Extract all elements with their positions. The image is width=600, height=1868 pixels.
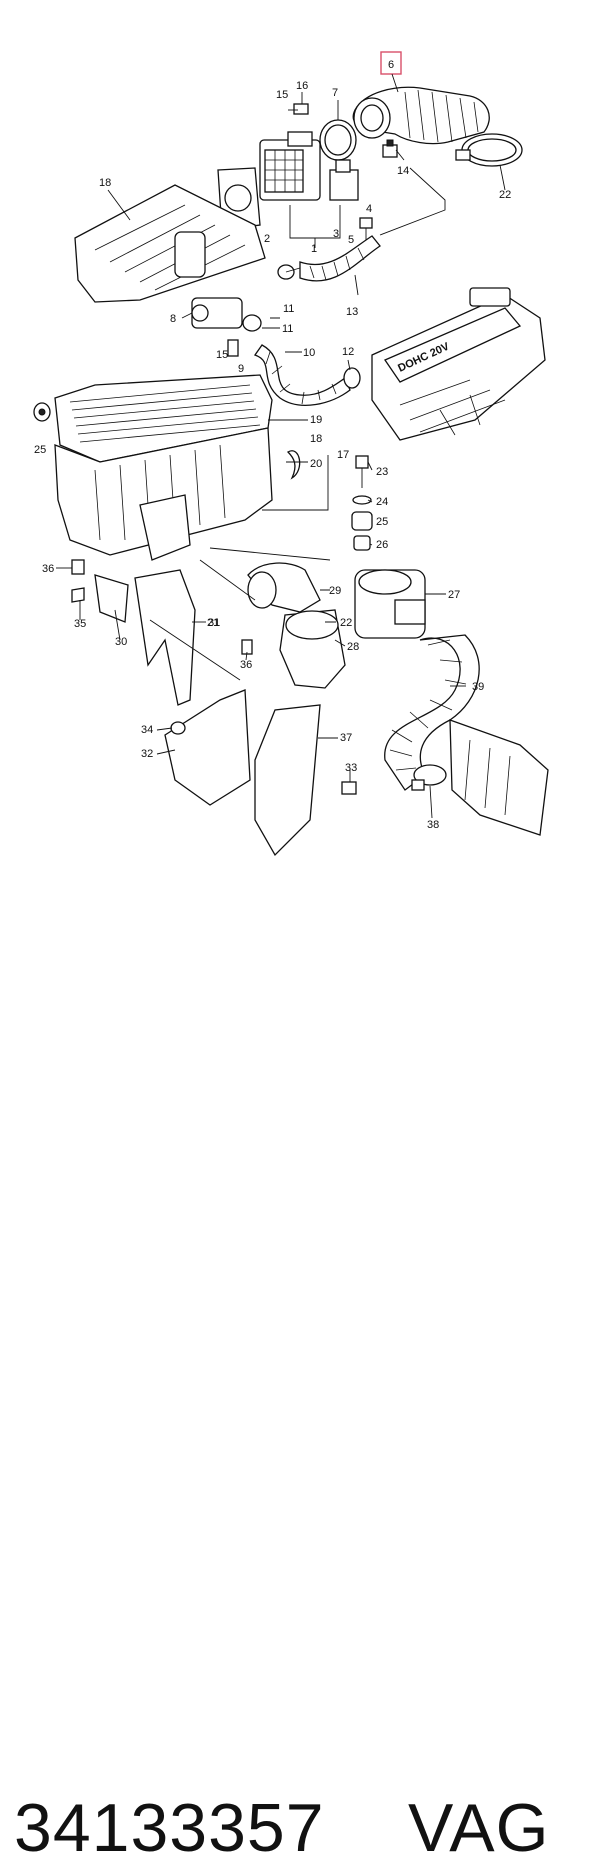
callout-label: 21 [207, 617, 219, 629]
callout-label: 17 [337, 449, 349, 461]
callout-label: 29 [329, 585, 341, 597]
highlight-box [380, 51, 402, 75]
callout-label: 15 [216, 349, 228, 361]
upper-filter-housing [74, 184, 266, 303]
callout-label: 38 [427, 819, 439, 831]
callout-label: 8 [170, 313, 176, 325]
callout-label: 2 [264, 233, 270, 245]
screw-9 [227, 339, 239, 357]
hose-clamp-7 [319, 119, 357, 161]
callout-label: 27 [448, 589, 460, 601]
clamp-12 [343, 367, 361, 389]
callout-label: 6 [388, 59, 394, 71]
callout-label: 24 [376, 496, 388, 508]
grommet-25 [33, 402, 51, 422]
callout-label: 11 [283, 303, 294, 315]
callout-label: 11 [282, 323, 293, 335]
clip-11 [242, 264, 295, 332]
callout-label: 14 [397, 165, 409, 177]
intake-boot [352, 86, 490, 145]
corrugated-hose-39 [384, 634, 480, 791]
callout-label: 12 [342, 346, 354, 358]
callout-label: 10 [303, 347, 315, 359]
hose-13 [299, 235, 381, 282]
bolt-36-lower [241, 639, 253, 655]
callout-label: 5 [348, 234, 354, 246]
brand-label: VAG [408, 1790, 550, 1866]
intake-pipe-28 [279, 609, 346, 689]
callout-label: 30 [115, 636, 127, 648]
callout-label: 35 [74, 618, 86, 630]
callout-label: 20 [310, 458, 322, 470]
heat-shield-plate [449, 719, 549, 836]
nut-34 [170, 721, 186, 735]
leader-lines [56, 73, 506, 819]
bracket-37 [254, 704, 321, 857]
exploded-parts-diagram: DOHC 20V [33, 51, 549, 857]
callout-label: 32 [141, 748, 153, 760]
callout-label: 15 [276, 89, 288, 101]
lower-filter-housing [54, 427, 273, 561]
callout-label: 25 [376, 516, 388, 528]
callout-label: 25 [34, 444, 46, 456]
callout-label: 3 [333, 228, 339, 240]
callout-label: 26 [376, 539, 388, 551]
bolt-23-washer-24-grommets [351, 455, 373, 551]
callout-labels: 1 2 3 4 5 6 7 8 9 10 11 11 12 13 14 15 1… [34, 59, 511, 831]
intake-manifold: DOHC 20V [371, 287, 546, 441]
bracket-31 [134, 569, 196, 706]
callout-label: 13 [346, 306, 358, 318]
bolt-36-upper [71, 559, 85, 575]
idle-valve-8 [191, 297, 243, 329]
footer: 34133357 VAG [0, 890, 600, 1866]
callout-label: 37 [340, 732, 352, 744]
screw-16 [288, 103, 309, 115]
callout-label: 33 [345, 762, 357, 774]
sensor-14 [382, 139, 398, 158]
connector-3 [329, 159, 359, 201]
callout-label: 36 [42, 563, 54, 575]
callout-label: 16 [296, 80, 308, 92]
callout-label: 18 [310, 433, 322, 445]
bracket-32 [164, 689, 251, 806]
callout-label: 9 [238, 363, 244, 375]
bracket-30 [94, 574, 129, 623]
callout-label: 22 [499, 189, 511, 201]
callout-label: 4 [366, 203, 372, 215]
intake-adapter-29 [247, 562, 321, 613]
clip-20 [286, 450, 301, 480]
callout-label: 19 [310, 414, 322, 426]
callout-label: 22 [340, 617, 352, 629]
callout-label: 1 [311, 243, 317, 255]
part-number: 34133357 [14, 1790, 325, 1866]
callout-label: 28 [347, 641, 359, 653]
callout-label: 36 [240, 659, 252, 671]
clip-35 [71, 587, 85, 603]
callout-label: 23 [376, 466, 388, 478]
callout-label: 18 [99, 177, 111, 189]
filter-element [54, 374, 273, 463]
air-mass-meter-27 [354, 569, 426, 639]
callout-label: 39 [472, 681, 484, 693]
clamp-38 [411, 764, 447, 791]
callout-label: 31 [208, 617, 220, 629]
callout-label: 7 [332, 87, 338, 99]
callout-label: 34 [141, 724, 153, 736]
hose-clamp-22-upper [455, 133, 523, 167]
screw-4 [359, 217, 373, 240]
air-mass-meter [259, 131, 321, 201]
bolt-33 [341, 781, 357, 795]
